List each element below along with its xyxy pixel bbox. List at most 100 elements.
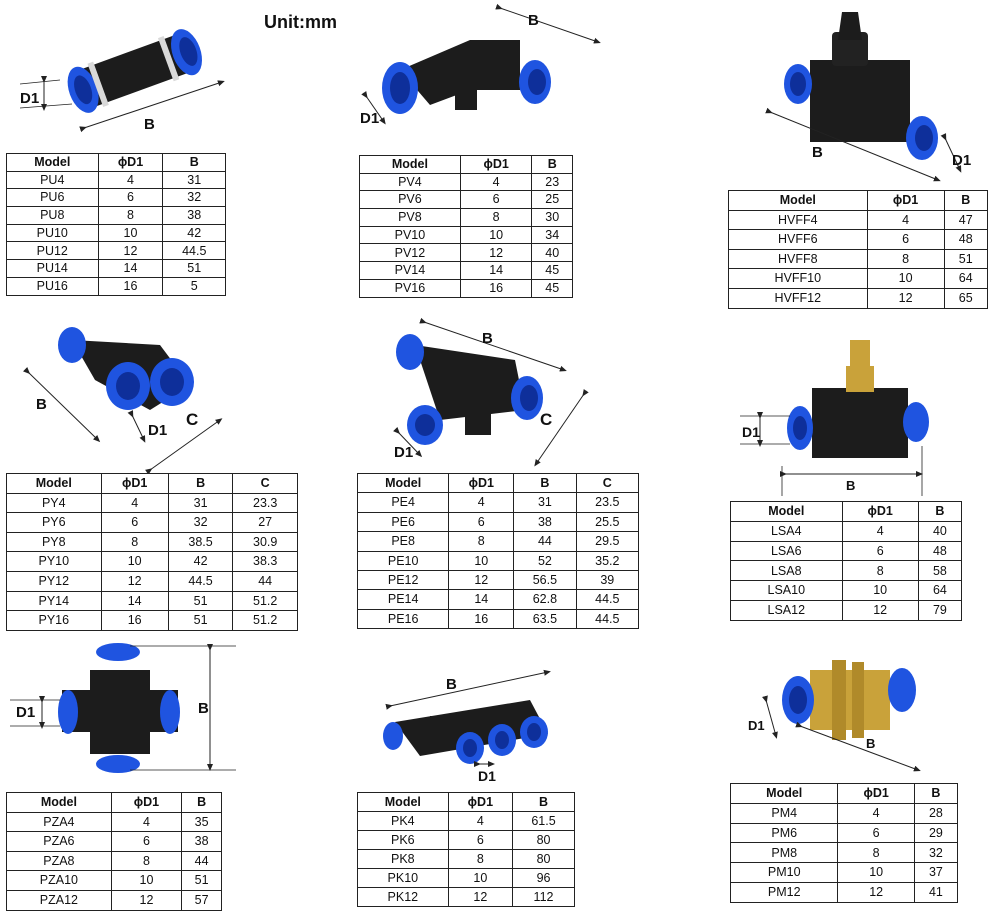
column-header: ɸD1 <box>841 501 919 522</box>
table-cell: 44 <box>513 531 577 552</box>
table-cell: 31 <box>167 492 234 514</box>
table-cell: PZA12 <box>6 889 112 911</box>
table-cell: 42 <box>167 551 234 572</box>
table-cell: 6 <box>110 831 183 852</box>
table-cell: 32 <box>167 512 234 533</box>
table-cell: 10 <box>837 862 915 883</box>
column-header: Model <box>356 472 450 494</box>
table-cell: 42 <box>162 223 226 243</box>
table-cell: PZA6 <box>6 831 112 852</box>
dim-label-c: C <box>186 410 199 429</box>
table-cell: 12 <box>866 287 945 309</box>
dim-label-d1: D1 <box>952 152 972 169</box>
table-cell: 12 <box>448 569 515 591</box>
dim-label-b: B <box>446 676 457 693</box>
table-cell: 25 <box>531 190 573 210</box>
table-cell: PV8 <box>359 208 461 227</box>
table-cell: 8 <box>866 248 945 270</box>
table-cell: 63.5 <box>513 608 577 630</box>
table-cell: LSA4 <box>730 520 843 542</box>
table-cell: 38 <box>162 206 226 225</box>
table-cell: PM6 <box>729 822 839 844</box>
table-cell: 6 <box>447 830 514 850</box>
table-cell: 6 <box>841 540 919 562</box>
tee-union-fitting-icon <box>393 317 589 467</box>
table-cell: HVFF6 <box>728 229 868 250</box>
table-cell: 30.9 <box>232 531 298 553</box>
table-cell: 80 <box>512 849 575 869</box>
table-cell: 48 <box>943 229 989 250</box>
table-cell: PU8 <box>6 206 99 225</box>
table-cell: 64 <box>943 268 989 289</box>
table-cell: 96 <box>512 868 575 888</box>
table-cell: 37 <box>913 862 959 883</box>
table-cell: 4 <box>866 209 945 231</box>
column-header: ɸD1 <box>447 792 514 812</box>
table-cell: 38.5 <box>167 531 234 553</box>
table-cell: 112 <box>512 887 575 907</box>
table-cell: 10 <box>100 551 169 572</box>
table-cell: 10 <box>447 868 514 888</box>
dim-label-d1: D1 <box>16 704 36 721</box>
table-cell: PE4 <box>356 492 450 513</box>
table-cell: 27 <box>232 512 298 533</box>
table-cell: 38 <box>513 511 577 533</box>
table-cell: 4 <box>447 811 514 831</box>
table-cell: 12 <box>837 881 915 903</box>
table-cell: 8 <box>459 208 533 227</box>
manifold-union-fitting-icon <box>383 669 551 767</box>
table-cell: PE16 <box>356 608 450 630</box>
table-cell: 64 <box>917 580 963 601</box>
column-header: Model <box>6 792 112 813</box>
table-cell: PE10 <box>356 550 450 571</box>
table-cell: 65 <box>943 287 989 309</box>
table-cell: PU4 <box>6 170 99 190</box>
flow-control-valve-icon <box>740 340 929 496</box>
table-cell: 52 <box>513 550 577 571</box>
table-cell: 10 <box>459 225 533 245</box>
table-cell: PV6 <box>359 190 461 210</box>
table-cell: 44 <box>181 850 222 872</box>
table-cell: 29.5 <box>575 531 640 552</box>
table-cell: 23.3 <box>232 492 298 514</box>
table-cell: 45 <box>531 261 573 280</box>
column-header: Model <box>6 153 99 172</box>
table-cell: 10 <box>841 580 919 601</box>
column-header: ɸD1 <box>448 472 515 494</box>
dim-label-d1: D1 <box>148 422 168 439</box>
table-cell: 40 <box>917 520 963 542</box>
column-header: B <box>913 783 959 804</box>
